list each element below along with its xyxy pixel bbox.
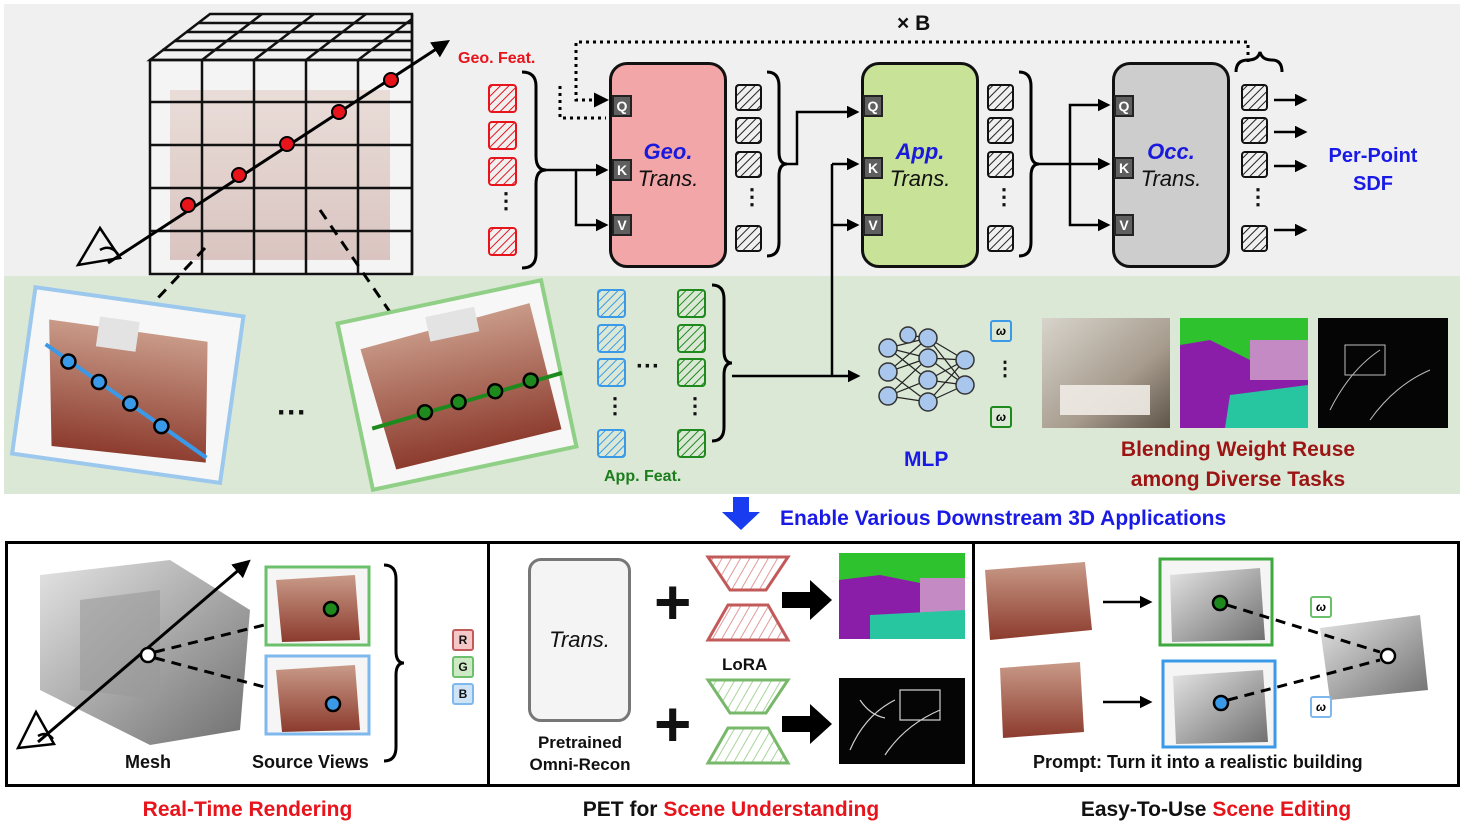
- blend-weight-chip-blue: ω: [990, 320, 1012, 342]
- app-v-port: V: [863, 214, 883, 236]
- prompt-label: Prompt: Turn it into a realistic buildin…: [1033, 752, 1363, 772]
- camera-icon: [75, 225, 123, 267]
- caption-editing: Easy-To-Use Scene Editing: [972, 798, 1460, 822]
- plus-sign-bottom: +: [654, 688, 692, 760]
- green-feat-ellipsis: ⋮: [684, 393, 706, 418]
- source-view-2: [335, 277, 579, 493]
- weight-ellipsis: ⋮: [995, 358, 1015, 380]
- sdf-line: SDF: [1353, 173, 1393, 195]
- blending-caption: Blending Weight Reuse among Diverse Task…: [1068, 435, 1408, 495]
- geo-q-port: Q: [612, 95, 632, 117]
- blending-line-2: among Diverse Tasks: [1130, 468, 1346, 491]
- mlp-label: MLP: [904, 448, 949, 471]
- occ-v-port: V: [1114, 214, 1134, 236]
- repeat-label: × B: [897, 12, 931, 35]
- caption-rendering-highlight: Real-Time Rendering: [142, 798, 353, 821]
- segmentation-result: [839, 553, 965, 639]
- edit-arrows: [1103, 595, 1153, 709]
- connection-arrows: [546, 93, 1308, 383]
- geo-feat-ellipsis: ⋮: [495, 188, 517, 213]
- edge-result: [839, 678, 965, 764]
- app-q-port: Q: [863, 95, 883, 117]
- per-point-line: Per-Point: [1328, 145, 1418, 167]
- pet-result-arrows: [782, 580, 832, 744]
- geo-feat-label: Geo. Feat.: [458, 50, 536, 67]
- app-out-ellipsis: ⋮: [993, 184, 1015, 209]
- geo-out-ellipsis: ⋮: [741, 184, 763, 209]
- source-view-1: [9, 284, 246, 486]
- caption-pet: PET for Scene Understanding: [487, 798, 975, 822]
- occ-trans-title: Occ.: [1147, 139, 1195, 164]
- pretrained-line-2: Omni-Recon: [529, 755, 631, 774]
- pretrained-trans-block: Trans.: [528, 558, 631, 722]
- app-feat-label: App. Feat.: [604, 468, 682, 485]
- rendering-panel: [5, 541, 490, 787]
- edit-inputs: [985, 562, 1092, 738]
- blending-line-1: Blending Weight Reuse: [1120, 438, 1356, 461]
- app-feat-ellipsis: ···: [636, 353, 660, 380]
- b-channel-chip: B: [452, 683, 474, 705]
- geo-trans-subtitle: Trans.: [637, 166, 699, 191]
- geo-feature-stack: [488, 84, 517, 256]
- per-point-sdf-label: Per-Point SDF: [1318, 142, 1428, 198]
- edit-weight-chip-green: ω: [1310, 596, 1332, 618]
- token-stacks-output: [735, 84, 1268, 252]
- edit-blend-lines: [1226, 603, 1381, 702]
- lora-label: LoRA: [722, 655, 768, 674]
- render-source-views: [264, 565, 371, 736]
- edit-outputs: [1158, 557, 1428, 749]
- app-trans-title: App.: [895, 139, 945, 164]
- voxel-grid-cube: [146, 12, 414, 276]
- enable-applications-label: Enable Various Downstream 3D Application…: [780, 507, 1227, 530]
- app-feature-stack-green: [677, 289, 706, 458]
- lora-red: [705, 555, 791, 642]
- caption-pet-highlight: Scene Understanding: [663, 798, 880, 821]
- mesh-label: Mesh: [125, 752, 172, 772]
- mlp-network-icon: [878, 326, 975, 412]
- app-k-port: K: [863, 157, 883, 179]
- occ-trans-subtitle: Trans.: [1140, 166, 1202, 191]
- caption-editing-prefix: Easy-To-Use: [1080, 798, 1213, 821]
- edit-weight-chip-blue: ω: [1310, 696, 1332, 718]
- app-trans-subtitle: Trans.: [889, 166, 951, 191]
- caption-rendering: Real-Time Rendering: [5, 798, 490, 822]
- views-ellipsis: ···: [277, 396, 307, 429]
- ray-sample-points: [180, 72, 399, 213]
- lora-green: [705, 678, 791, 765]
- r-channel-chip: R: [452, 629, 474, 651]
- occ-k-port: K: [1114, 157, 1134, 179]
- app-feature-stack-blue: [597, 289, 626, 458]
- pretrained-line-1: Pretrained: [537, 733, 623, 752]
- task-thumbnails: [1042, 318, 1448, 428]
- geo-v-port: V: [612, 214, 632, 236]
- geo-trans-title: Geo.: [643, 139, 693, 164]
- source-views-label: Source Views: [252, 752, 369, 772]
- g-channel-chip: G: [452, 656, 474, 678]
- downstream-arrow: [722, 497, 760, 530]
- geo-k-port: K: [612, 159, 632, 181]
- caption-pet-prefix: PET for: [582, 798, 664, 821]
- camera-icon-bottom: [15, 709, 57, 750]
- occ-out-ellipsis: ⋮: [1247, 184, 1269, 209]
- editing-panel: [972, 541, 1460, 787]
- occ-q-port: Q: [1114, 95, 1134, 117]
- caption-editing-highlight: Scene Editing: [1212, 798, 1352, 821]
- pretrained-label: Pretrained Omni-Recon: [510, 732, 650, 776]
- blend-weight-chip-green: ω: [990, 406, 1012, 428]
- blue-feat-ellipsis: ⋮: [604, 393, 626, 418]
- surface-point: [139, 646, 157, 664]
- plus-sign-top: +: [654, 566, 692, 638]
